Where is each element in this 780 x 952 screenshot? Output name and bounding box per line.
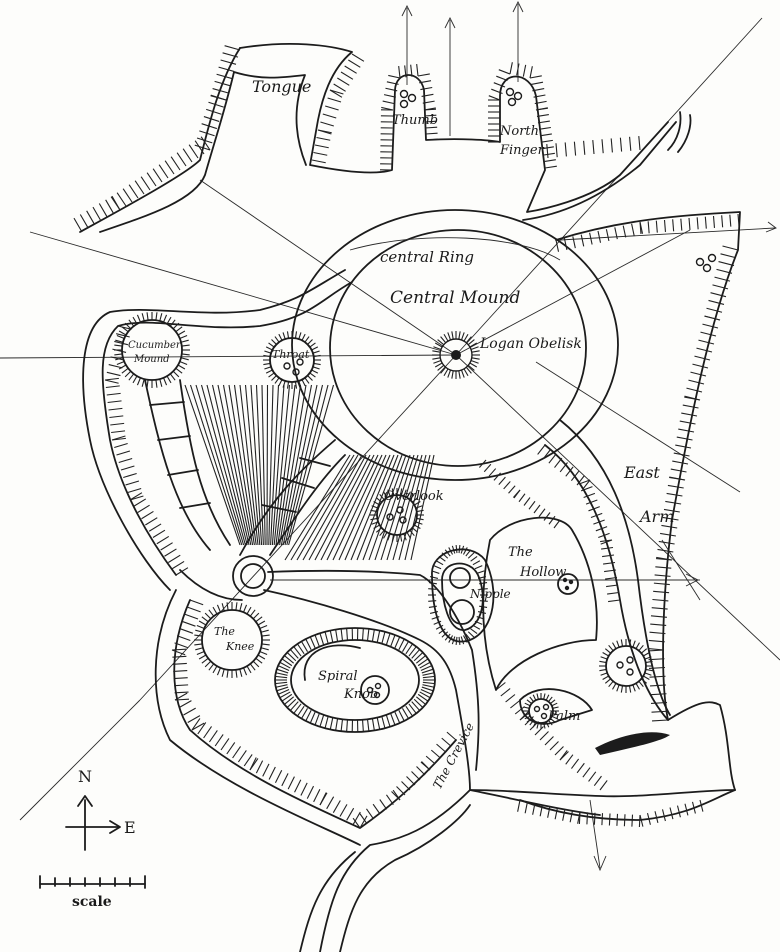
label-the-hollow-1: The [508, 545, 533, 560]
label-overlook: Overlook [384, 489, 444, 504]
label-north-finger-1: North [499, 124, 539, 139]
sight-lines [0, 17, 780, 821]
scale-label: scale [72, 894, 112, 910]
compass-east: E [124, 818, 136, 837]
label-tongue: Tongue [252, 77, 311, 96]
label-thumb: Thumb [392, 113, 438, 128]
label-palm: Palm [547, 709, 580, 724]
the-hollow [482, 516, 598, 691]
ramp-terraces [239, 439, 346, 556]
label-central-mound: Central Mound [390, 288, 520, 308]
thumb-dots [399, 89, 417, 109]
compass-rose: N E [65, 767, 136, 851]
hatching [73, 45, 740, 829]
label-east-arm-1: East [623, 463, 660, 482]
label-throat: Throat [272, 348, 310, 361]
north-finger-dots [505, 87, 523, 107]
roundabout [232, 555, 274, 597]
central-ring [291, 209, 619, 481]
throat-mound [269, 337, 315, 383]
compass-north: N [78, 767, 92, 786]
path-network [82, 269, 736, 846]
the-knee-mound [201, 609, 263, 671]
east-ridge [595, 111, 692, 755]
label-spiral-knob-2: Knob [343, 687, 378, 702]
logan-obelisk-marker [432, 331, 480, 379]
cucumber-mound [121, 319, 183, 381]
label-spiral-knob-1: Spiral [318, 669, 358, 684]
east-mound [605, 645, 647, 687]
overlook-mound [376, 494, 418, 536]
label-the-knee-2: Knee [225, 640, 255, 653]
palm-mound [519, 688, 593, 725]
label-central-ring: central Ring [380, 248, 474, 266]
label-the-knee-1: The [214, 625, 235, 638]
map-labels: Tongue Thumb North Finger central Ring C… [128, 77, 674, 791]
label-the-hollow-2: Hollow [519, 565, 566, 580]
label-east-arm-2: Arm [638, 507, 674, 526]
spiral-knob [274, 627, 436, 733]
label-cucumber-2: Mound [133, 354, 170, 365]
north-arrows [401, 0, 777, 872]
ne-dots [695, 253, 717, 273]
nipple-mound [431, 548, 495, 643]
cucumber-terraces [144, 379, 231, 551]
label-nipple: Nipple [469, 587, 511, 601]
label-cucumber-1: Cucumber [128, 340, 182, 351]
label-logan-obelisk: Logan Obelisk [479, 336, 582, 352]
scale-bar: scale [39, 875, 146, 910]
label-north-finger-2: Finger [499, 143, 545, 158]
